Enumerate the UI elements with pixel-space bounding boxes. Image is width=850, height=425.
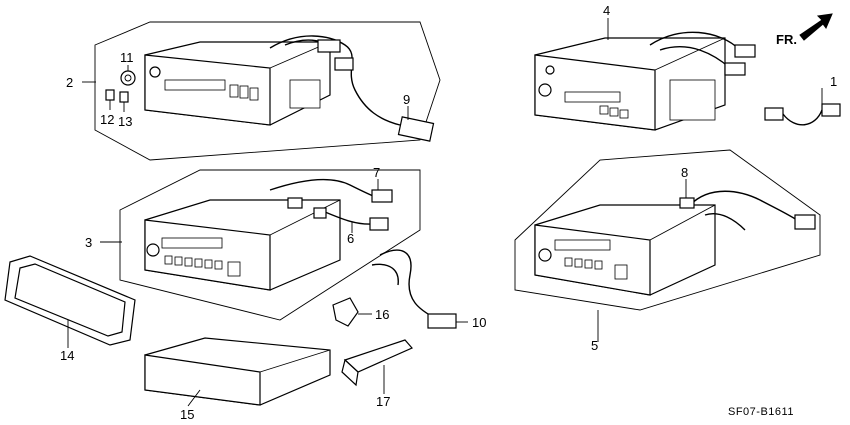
label-2: 2 xyxy=(66,75,73,90)
knob-12 xyxy=(105,89,115,101)
radio-4-chassis-detail xyxy=(669,79,716,121)
radio-2-chassis-detail xyxy=(289,79,321,109)
label-6: 6 xyxy=(347,231,354,246)
connector-8 xyxy=(794,214,816,230)
radio-group-5 xyxy=(514,149,821,311)
front-direction-arrow: FR. xyxy=(776,13,833,47)
label-1: 1 xyxy=(830,74,837,89)
group-3-outline xyxy=(119,169,421,321)
connector-9 xyxy=(397,116,435,142)
label-12: 12 xyxy=(100,112,114,127)
label-17: 17 xyxy=(376,394,390,409)
harness-1 xyxy=(764,103,841,126)
radio-group-3 xyxy=(119,169,457,329)
label-15: 15 xyxy=(180,407,194,422)
harness-6 xyxy=(324,211,373,225)
label-8: 8 xyxy=(681,165,688,180)
harness-8 xyxy=(689,190,801,223)
connector-10 xyxy=(427,313,457,329)
label-5: 5 xyxy=(591,338,598,353)
group-2-outline xyxy=(94,21,441,161)
radio-3-display xyxy=(161,237,223,249)
pocket-tray-15 xyxy=(144,337,331,406)
harness-10 xyxy=(379,249,436,319)
label-9: 9 xyxy=(403,92,410,107)
radio-group-4 xyxy=(534,31,756,131)
fr-arrow-icon xyxy=(799,13,833,41)
label-4: 4 xyxy=(603,3,610,18)
radio-4-display xyxy=(564,91,621,103)
label-7: 7 xyxy=(373,165,380,180)
radio-5-display xyxy=(554,239,611,251)
bracket-17 xyxy=(341,339,413,387)
radio-2-display xyxy=(164,79,226,91)
leader-lines xyxy=(67,18,823,407)
callout-labels: 1 2 3 4 5 6 7 8 9 10 11 12 13 14 15 16 1… xyxy=(60,3,837,422)
connector-7 xyxy=(371,189,393,203)
clip-16 xyxy=(332,297,359,327)
connector-6 xyxy=(369,217,389,231)
label-16: 16 xyxy=(375,307,389,322)
fr-label: FR. xyxy=(776,32,797,47)
group-5-outline xyxy=(514,149,821,311)
label-13: 13 xyxy=(118,114,132,129)
harness-7 xyxy=(269,178,379,199)
knob-11 xyxy=(120,70,136,86)
label-11: 11 xyxy=(120,50,134,65)
label-10: 10 xyxy=(472,315,486,330)
label-3: 3 xyxy=(85,235,92,250)
bezel-14 xyxy=(4,255,136,346)
label-14: 14 xyxy=(60,348,74,363)
knob-13 xyxy=(119,91,129,103)
diagram-code: SF07-B1611 xyxy=(728,406,794,418)
harness-4 xyxy=(649,31,741,51)
radio-group-2 xyxy=(94,21,441,161)
